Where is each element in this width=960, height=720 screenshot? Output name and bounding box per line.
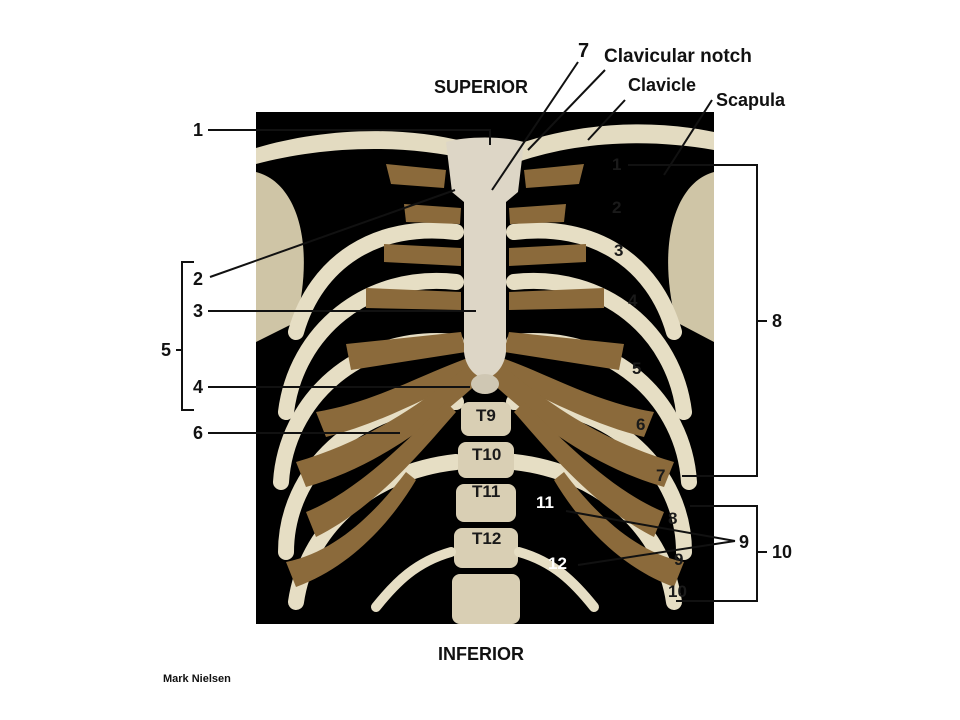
vertebral-column (452, 402, 520, 624)
photo-credit: Mark Nielsen (163, 673, 231, 685)
rib-number-10: 10 (668, 582, 687, 601)
callout-clavicle: Clavicle (628, 75, 697, 95)
bracket-10 (676, 505, 758, 602)
left-clavicle (256, 131, 471, 164)
rib-number-6: 6 (636, 415, 646, 434)
callout-scapula: Scapula (716, 90, 786, 110)
vertebra-t11: T11 (472, 482, 501, 501)
rib-cage-photo (256, 112, 714, 624)
leader-line-9-lower (577, 540, 736, 566)
rib-number-3: 3 (614, 241, 624, 260)
leader-line-clavicle (587, 99, 626, 141)
inferior-label: INFERIOR (438, 644, 525, 664)
callout-10: 10 (772, 542, 793, 562)
leader-line-7 (491, 61, 579, 191)
leader-line-2 (209, 189, 456, 278)
sternum (446, 137, 524, 378)
callout-9: 9 (739, 532, 750, 552)
leader-line-9-upper (565, 510, 736, 542)
right-costal-cartilages (489, 164, 684, 587)
bracket-8 (628, 164, 758, 477)
callout-5: 5 (161, 340, 172, 360)
rib-number-7: 7 (656, 466, 666, 485)
left-scapula (256, 172, 304, 342)
xiphoid-process (471, 374, 499, 394)
rib-number-2: 2 (612, 198, 622, 217)
leader-line-1 (208, 129, 491, 145)
right-scapula (668, 172, 714, 342)
rib-number-1: 1 (612, 155, 622, 174)
leader-line-clavicular-notch (527, 69, 606, 151)
leader-line-scapula (663, 99, 713, 176)
right-clavicle (518, 124, 714, 162)
vertebra-t9: T9 (476, 406, 496, 425)
callout-3: 3 (193, 301, 204, 321)
rib-number-8: 8 (668, 509, 678, 528)
left-costal-cartilages (286, 164, 481, 587)
rib-number-4: 4 (628, 291, 638, 310)
callout-8: 8 (772, 311, 783, 331)
rib-cage-illustration (256, 112, 714, 624)
rib-number-12: 12 (548, 554, 567, 573)
floating-ribs (371, 547, 599, 612)
vertebra-t12: T12 (472, 529, 502, 548)
callout-4: 4 (193, 377, 204, 397)
vertebra-t10: T10 (472, 445, 502, 464)
bracket-5 (181, 261, 194, 411)
callout-2: 2 (193, 269, 204, 289)
rib-number-9: 9 (674, 550, 684, 569)
callout-7: 7 (578, 40, 590, 62)
callout-6: 6 (193, 423, 204, 443)
rib-number-11: 11 (536, 493, 554, 512)
callout-clavicular-notch: Clavicular notch (604, 46, 752, 67)
rib-number-5: 5 (632, 359, 642, 378)
callout-1: 1 (193, 120, 204, 140)
superior-label: SUPERIOR (434, 77, 529, 97)
